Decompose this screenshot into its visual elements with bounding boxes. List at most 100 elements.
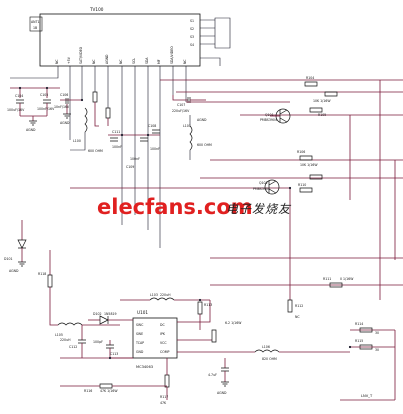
tuner-ref: TV100 (89, 7, 104, 12)
agnd-4: AGND (9, 269, 19, 273)
r106-label: R106 (297, 150, 305, 154)
tuner-pin-bottom-9: SDA/VIDEO (170, 46, 174, 64)
u101-pin-ipk: IPK (160, 332, 166, 336)
u101-pin-dc: DC (160, 323, 165, 327)
resistors-right-lower: R112 NC R111 0 1/16W (287, 188, 354, 319)
l106-value: 820 OHM (262, 357, 277, 361)
u101-pin-tcap: TCAP (135, 341, 144, 345)
resistors-lnb-output: R114 30 R115 30 LNV_T (340, 322, 396, 401)
tuner-pin-s2: S2 (190, 27, 194, 31)
r105-label: R105 (318, 113, 326, 117)
r117-label: R117 (160, 395, 168, 399)
inductor-l106: L106 820 OHM (230, 345, 350, 361)
bus-lines-right (70, 79, 403, 286)
r111-label: R111 (323, 277, 331, 281)
watermark-cn: 电子发烧友 (226, 202, 292, 216)
d102-part: 1N5819 (104, 312, 117, 316)
tuner-pin-bottom-7: SDA (145, 57, 149, 64)
tuner-pin-bottom-5: NC (119, 59, 123, 64)
capacitor-group-mid: C111 100nF C108 100nF C109 100nF (108, 124, 160, 169)
l100-label: L100 (73, 139, 81, 143)
diode-d102: D102 1N5819 (88, 312, 133, 325)
c105-value: 100nF/16V (37, 107, 55, 111)
tuner-pin-bottom-10: NC (183, 59, 187, 64)
resistor-r118: R118 (38, 250, 58, 326)
u101-left-pins: SWC SWE TCAP GND (135, 323, 144, 354)
d101-label: D101 (4, 257, 13, 261)
resistors-q102: R106 10K 1/16W R110 (297, 150, 323, 193)
tuner-pin-wires (10, 66, 187, 248)
tuner-pin-s3: S3 (190, 35, 194, 39)
tuner-pin-s4: S4 (190, 43, 194, 47)
u101-part: MC34063 (136, 365, 153, 369)
resistors-u101-right: R113 6.2 1/16W R117 47K R116 47K 1/16W (60, 300, 242, 405)
c106-label: C106 (60, 93, 68, 97)
l103-value: 220uH (160, 293, 171, 297)
r115-value: 30 (375, 348, 379, 352)
tuner-type: ANT1 (31, 20, 40, 24)
c114-value: 4.7uF (208, 373, 217, 377)
c104-label: C104 (15, 94, 23, 98)
agnd-2: AGND (60, 121, 70, 125)
tuner-pin-bottom-1: +5V (67, 56, 71, 64)
r114-label: R114 (355, 322, 363, 326)
r115-label: R115 (355, 339, 363, 343)
agnd-5: AGND (217, 391, 227, 395)
l100-value: 600 OHM (88, 149, 103, 153)
watermark-en: elecfans.com (97, 195, 253, 219)
r104-value: 10K 1/16W (313, 99, 331, 103)
l103-label: L103 (150, 293, 158, 297)
right-rails (349, 80, 396, 300)
transistor-q102: Q102 PMBS3904 (253, 179, 280, 195)
c111-label: C111 (112, 130, 120, 134)
inductors-u101: L103 220uH L105 220uH (55, 293, 210, 342)
u101-pin-vcc: VCC (160, 341, 167, 345)
tuner-pin1: 1B (33, 26, 37, 30)
resistor-pair-top (92, 91, 111, 127)
junction-dots (18, 86, 352, 360)
u101-pin-comp: COMP (160, 350, 169, 354)
tuner-pin-bottom-2: SAT/VIDEO (79, 46, 83, 64)
resistors-q101: R104 10K 1/16W R105 (304, 76, 338, 117)
c107-value: 220uF/16V (172, 109, 190, 113)
r104-label: R104 (306, 76, 314, 80)
u101-ref: U101 (137, 310, 148, 315)
l106-label: L106 (262, 345, 270, 349)
u101-pin-swe: SWE (136, 332, 143, 336)
tuner-pin-s1: S1 (190, 19, 194, 23)
u101-pin-gnd: GND (136, 350, 144, 354)
tuner-pin-bottom-8: MF (157, 59, 161, 64)
c107-label: C107 (177, 103, 185, 107)
l105-label: L105 (55, 333, 63, 337)
u101-pin-swc: SWC (136, 323, 144, 327)
r117-value: 47K (160, 401, 167, 405)
agnd-1: AGND (26, 128, 36, 132)
c112-label: 100pF (93, 340, 103, 344)
q101-part: PMBS3904 (260, 118, 277, 122)
r113-label: R113 (204, 303, 212, 307)
c108-value: 100nF (150, 147, 160, 151)
r112-label: R112 (295, 304, 303, 308)
l101-value: 600 OHM (197, 143, 212, 147)
transistor-q101: Q101 PMBS3904 (260, 108, 291, 124)
c109-value: 100nF (130, 157, 140, 161)
c113-label: C113 (110, 352, 118, 356)
l105-value: 220uH (60, 338, 71, 342)
r116-value: 47K 1/16W (100, 389, 118, 393)
inductor-l101: L101 600 OHM (183, 115, 212, 160)
capacitor-c114: 4.7uF AGND (208, 358, 229, 395)
watermark: elecfans.com 电子发烧友 (97, 195, 292, 219)
r110-label: R110 (298, 183, 306, 187)
c109-label: C109 (126, 165, 134, 169)
diode-d101: D101 AGND (4, 220, 27, 273)
c105-label: C105 (40, 93, 48, 97)
tuner-pin-bottom-6: SCL (132, 58, 136, 64)
capacitor-c106: C106 10nF/16V AGND (54, 93, 82, 125)
r116-label: R116 (84, 389, 92, 393)
r106-value: 10K 1/16W (300, 163, 318, 167)
c106-value: 10nF/16V (54, 105, 70, 109)
c110-label: C112 (69, 345, 77, 349)
